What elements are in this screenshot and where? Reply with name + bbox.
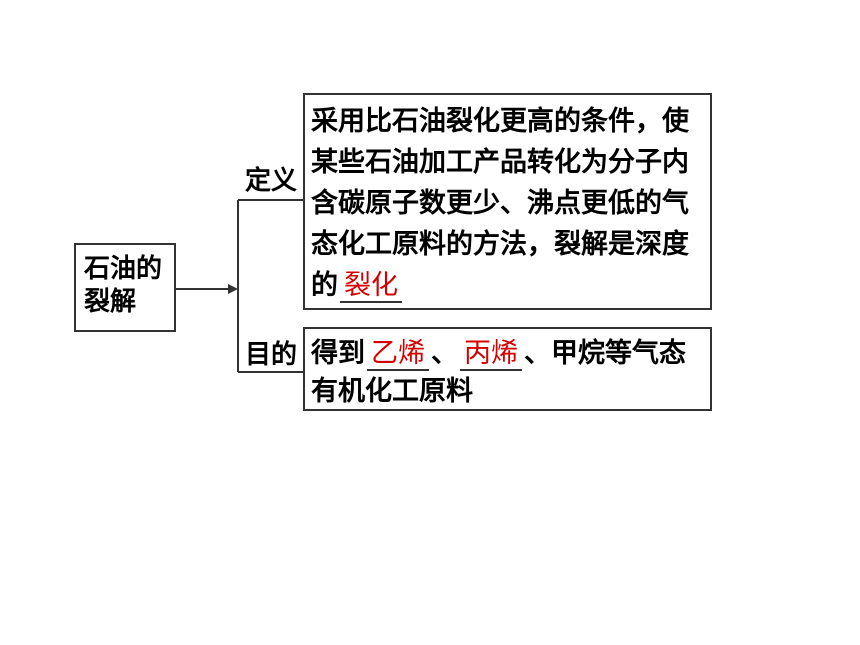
definition-answer-blank: 裂化 [340,271,402,303]
purpose-answer-blank-1: 乙烯 [367,339,429,371]
definition-box: 采用比石油裂化更高的条件，使某些石油加工产品转化为分子内含碳原子数更少、沸点更低… [303,93,712,310]
purpose-label: 目的 [245,340,298,370]
purpose-answer-blank-2: 丙烯 [460,339,522,371]
definition-label: 定义 [245,166,298,196]
purpose-prefix: 得到 [311,338,365,369]
root-arrowhead [228,284,238,294]
root-concept-line2: 裂解 [84,287,137,317]
purpose-separator: 、 [431,338,458,369]
root-concept-line1: 石油的 [84,254,163,284]
purpose-box: 得到乙烯、丙烯、甲烷等气态有机化工原料 [303,327,712,411]
definition-text: 采用比石油裂化更高的条件，使某些石油加工产品转化为分子内含碳原子数更少、沸点更低… [311,106,689,301]
root-concept-box: 石油的 裂解 [74,243,176,332]
purpose-suffix: 、甲烷等气态有机化工原料 [311,338,686,407]
